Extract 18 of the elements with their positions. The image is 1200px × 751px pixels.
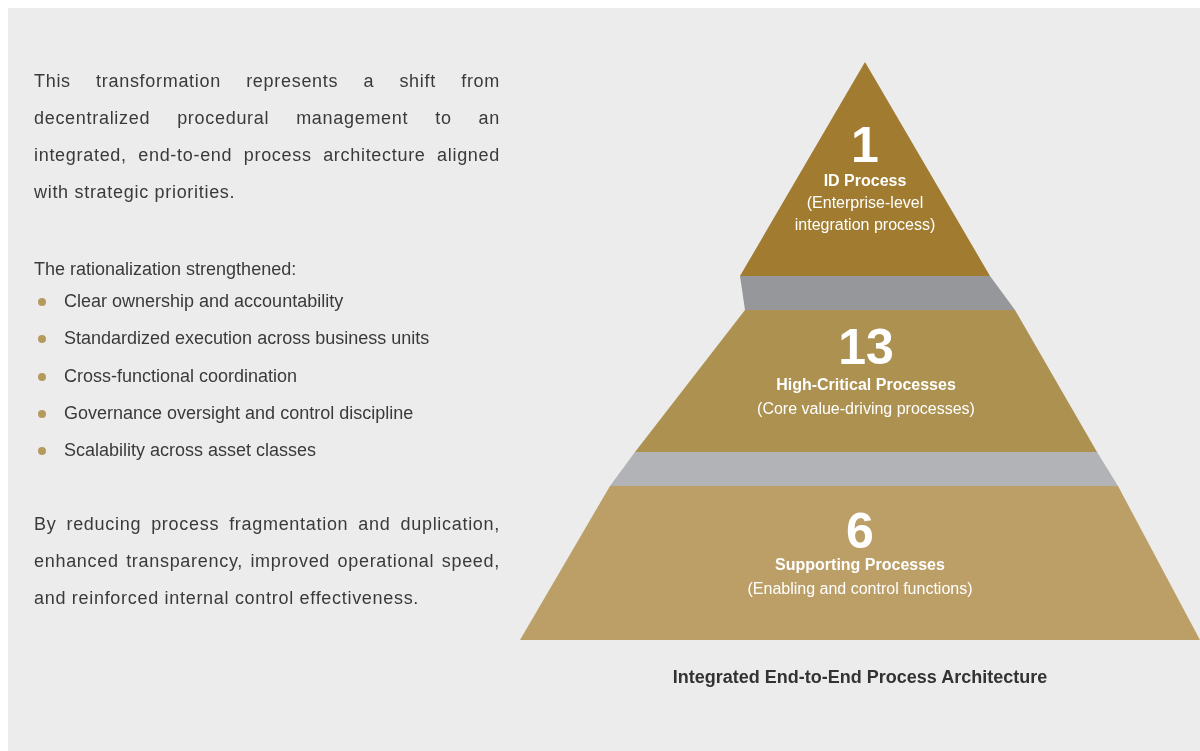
tier-number: 13 — [837, 322, 895, 372]
bullet-item: Governance oversight and control discipline — [64, 402, 415, 425]
bullet-item: Scalability across asset classes — [64, 439, 318, 462]
paragraph: This transformation represents a shift from decentralized procedural management to an integrated, end-to-end process architecture aligned with strategic priorities. — [34, 70, 500, 204]
tier-description: (Enabling and control functions) — [746, 579, 974, 599]
tier-title: ID Process — [822, 171, 908, 191]
text-line: The rationalization strengthened: — [34, 258, 298, 281]
paragraph: By reducing process fragmentation and duplication, enhanced transparency, improved operational speed, and reinforced internal control effectiveness. — [34, 513, 500, 610]
tier-description: (Core value-driving processes) — [756, 399, 976, 419]
bullet-item: Standardized execution across business units — [64, 327, 431, 350]
bullet-item: Clear ownership and accountability — [64, 290, 345, 313]
tier-number: 6 — [846, 506, 874, 556]
tier-title: Supporting Processes — [774, 555, 946, 575]
caption: Integrated End-to-End Process Architecture — [671, 667, 1049, 688]
tier-title: High-Critical Processes — [775, 375, 957, 395]
bullet-item: Cross-functional coordination — [64, 365, 299, 388]
tier-number: 1 — [850, 120, 880, 170]
tier-description: (Enterprise-level integration process) — [793, 193, 937, 235]
